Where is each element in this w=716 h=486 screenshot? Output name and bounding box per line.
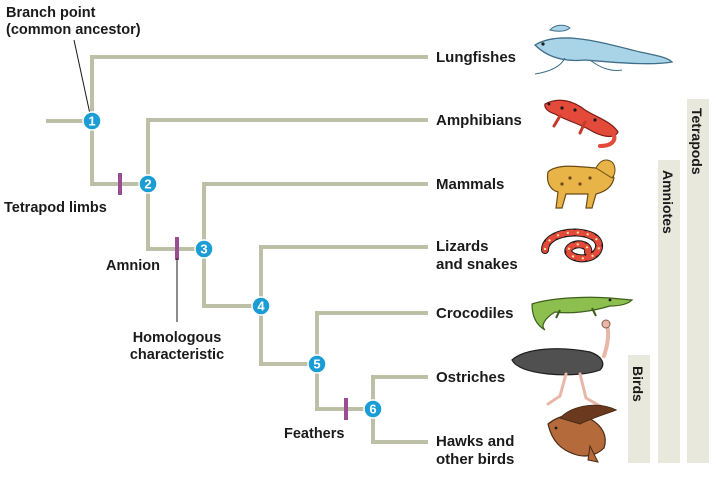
branch-to-node4 (202, 249, 261, 308)
label-feathers: Feathers (284, 426, 344, 442)
node-6: 6 (363, 399, 383, 419)
node-2: 2 (138, 174, 158, 194)
clade-label-tetrapods: Tetrapods (689, 108, 705, 175)
svg-text:4: 4 (257, 299, 265, 314)
taxon-crocodiles: Crocodiles (436, 305, 514, 322)
taxon-hawks-line1: Hawks and (436, 433, 514, 450)
node-3: 3 (194, 239, 214, 259)
callout-homologous-line1: Homologous (133, 330, 222, 346)
branch-crocodiles (315, 311, 428, 364)
clade-bar-birds (628, 355, 650, 463)
bobcat-illustration (546, 159, 616, 209)
snake-illustration (541, 228, 604, 263)
taxon-mammals: Mammals (436, 176, 504, 193)
branch-to-node3 (146, 184, 204, 251)
lungfish-illustration (533, 24, 674, 75)
svg-text:5: 5 (313, 357, 320, 372)
ostrich-illustration (511, 319, 611, 408)
taxon-lizards-line1: Lizards (436, 238, 489, 255)
clade-label-birds: Birds (630, 366, 646, 402)
branch-to-node5 (259, 306, 317, 366)
callout-homologous-line2: characteristic (130, 347, 224, 363)
salamander-illustration (544, 99, 619, 148)
node-4: 4 (251, 296, 271, 316)
svg-text:1: 1 (88, 114, 95, 129)
callout-line-branch-point (73, 39, 91, 115)
crocodile-illustration (531, 296, 634, 331)
label-amnion: Amnion (106, 258, 160, 274)
taxon-amphibians: Amphibians (436, 112, 522, 129)
branch-amphibians (146, 118, 428, 184)
svg-text:2: 2 (144, 177, 151, 192)
svg-text:6: 6 (369, 402, 376, 417)
label-tetrapod-limbs: Tetrapod limbs (4, 200, 107, 216)
taxon-lungfishes: Lungfishes (436, 49, 516, 66)
node-5: 5 (307, 354, 327, 374)
character-markers (118, 173, 348, 420)
clade-bar-tetrapods (687, 99, 709, 463)
branch-hawks (371, 409, 428, 444)
branch-ostriches (371, 375, 428, 409)
svg-text:3: 3 (200, 242, 207, 257)
clade-label-amniotes: Amniotes (660, 170, 676, 234)
callout-branch-point-line1: Branch point (6, 5, 96, 21)
taxon-lizards-line2: and snakes (436, 256, 518, 273)
callout-branch-point-line2: (common ancestor) (6, 22, 141, 38)
hawk-illustration (547, 404, 618, 463)
clade-bar-amniotes (658, 160, 680, 463)
branch-lizards (259, 245, 428, 306)
tree-branches (46, 55, 428, 444)
branch-to-node2 (90, 121, 148, 186)
branch-mammals (202, 182, 428, 249)
taxon-hawks-line2: other birds (436, 451, 514, 468)
branch-to-node6 (315, 364, 373, 411)
taxon-ostriches: Ostriches (436, 369, 505, 386)
node-1: 1 (82, 111, 102, 131)
branch-lungfishes (90, 55, 428, 121)
